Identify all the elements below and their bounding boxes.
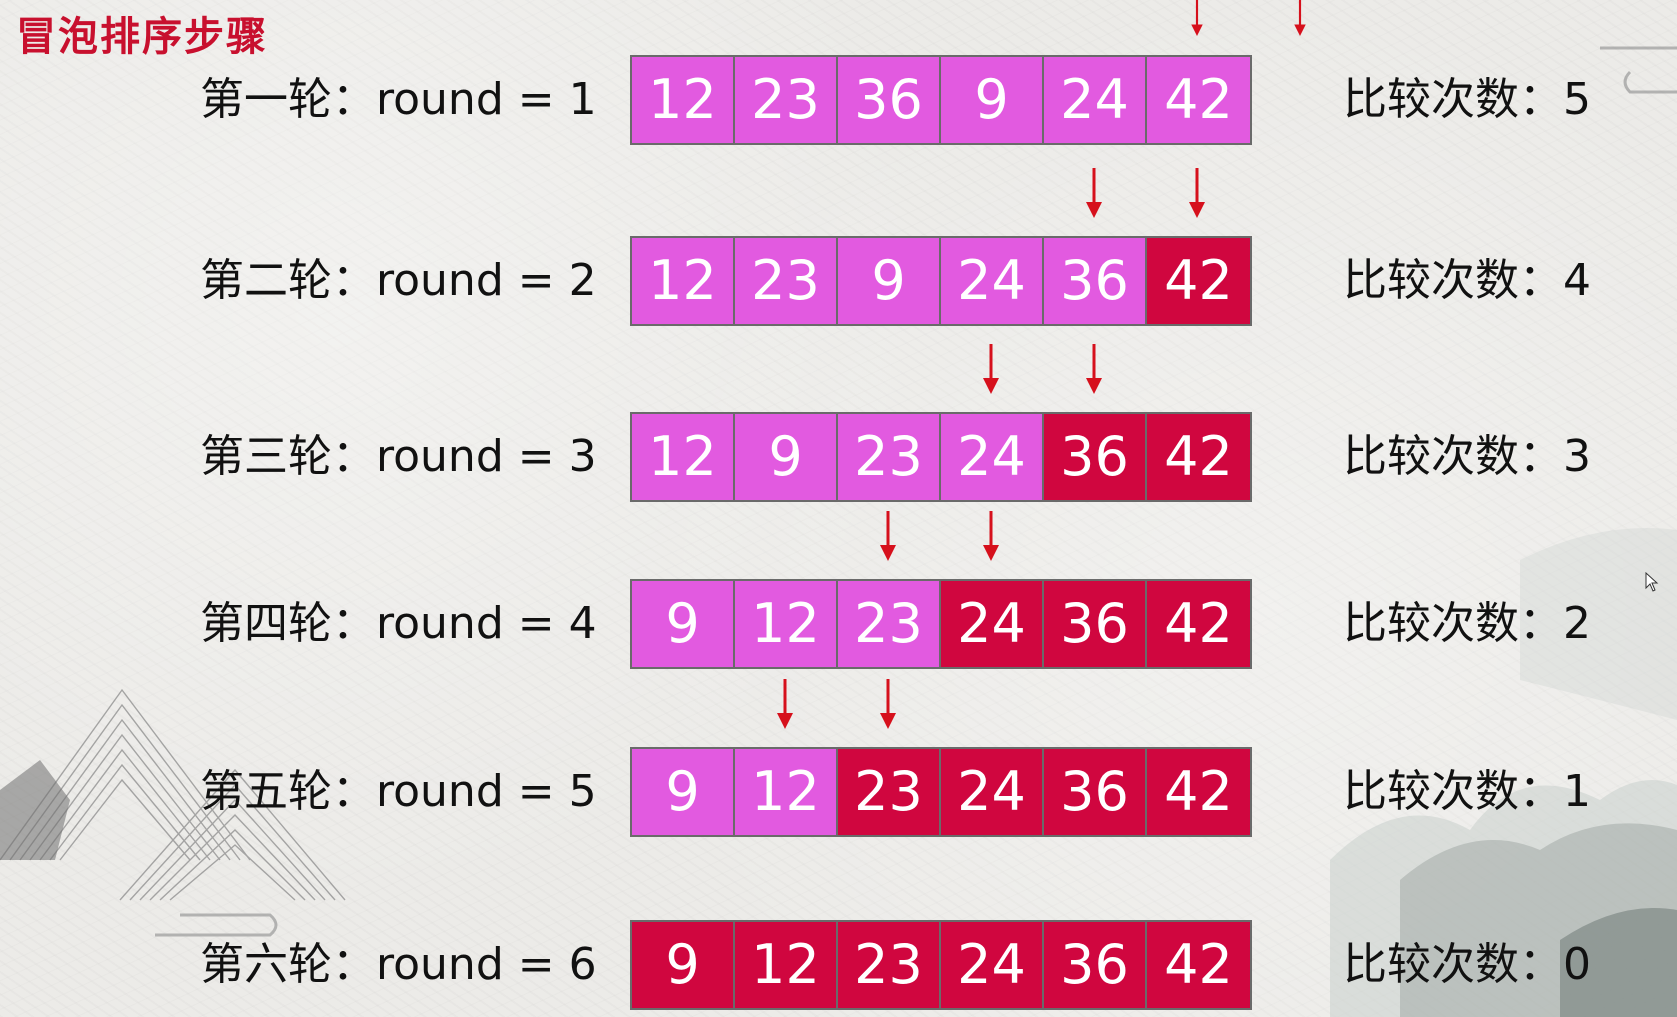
down-arrow-icon [879, 511, 896, 561]
array-cell: 9 [941, 57, 1044, 143]
comparison-count-label: 比较次数：4 [1343, 255, 1591, 306]
array-cell: 9 [632, 581, 735, 667]
array-cell: 9 [735, 414, 838, 500]
round-label: 第三轮：round = 3 [200, 431, 597, 482]
comparison-count-label: 比较次数：5 [1343, 74, 1591, 125]
array-cell-sorted: 36 [1044, 581, 1147, 667]
down-arrow-icon [982, 344, 999, 394]
comparison-count-label: 比较次数：3 [1343, 431, 1591, 482]
array-cell-sorted: 42 [1147, 749, 1250, 835]
round-label: 第五轮：round = 5 [200, 766, 597, 817]
array-cell-sorted: 42 [1147, 922, 1250, 1008]
array-cell-sorted: 23 [838, 922, 941, 1008]
array-cell-sorted: 24 [941, 922, 1044, 1008]
down-arrow-icon [879, 679, 896, 729]
array-cell: 12 [632, 57, 735, 143]
mouse-cursor-icon [1645, 572, 1659, 592]
array-cell: 9 [838, 238, 941, 324]
array-cell-sorted: 36 [1044, 749, 1147, 835]
ink-mountain-right [1330, 528, 1677, 1017]
array-cell: 24 [1044, 57, 1147, 143]
page-title: 冒泡排序步骤 [16, 14, 268, 60]
down-arrow-icon [1085, 344, 1102, 394]
array-cell-sorted: 42 [1147, 581, 1250, 667]
array-cell: 12 [632, 414, 735, 500]
array-cell-sorted: 36 [1044, 922, 1147, 1008]
down-arrow-icon [776, 679, 793, 729]
array-cell: 12 [735, 749, 838, 835]
array-cell: 24 [941, 414, 1044, 500]
array-cell: 24 [941, 238, 1044, 324]
array-cell-sorted: 36 [1044, 414, 1147, 500]
comparison-count-label: 比较次数：1 [1343, 766, 1591, 817]
array-cell-sorted: 9 [632, 922, 735, 1008]
comparison-count-label: 比较次数：0 [1343, 939, 1591, 990]
ink-mountain-left [0, 760, 70, 860]
array-cell-sorted: 24 [941, 749, 1044, 835]
array-cell: 36 [838, 57, 941, 143]
array-cell: 23 [735, 57, 838, 143]
comparison-count-label: 比较次数：2 [1343, 598, 1591, 649]
array-cell: 23 [838, 414, 941, 500]
down-arrow-icon [1085, 168, 1102, 218]
down-arrow-icon [1293, 0, 1306, 36]
round-label: 第六轮：round = 6 [200, 939, 597, 990]
array-cell: 42 [1147, 57, 1250, 143]
array-cell: 9 [632, 749, 735, 835]
round-label: 第一轮：round = 1 [200, 74, 597, 125]
array-cell: 12 [735, 581, 838, 667]
cloud-strokes [155, 46, 1677, 937]
down-arrow-icon [982, 511, 999, 561]
array-cell: 23 [735, 238, 838, 324]
round-label: 第四轮：round = 4 [200, 598, 597, 649]
array-cell: 23 [838, 581, 941, 667]
down-arrow-icon [1190, 0, 1203, 36]
line-mountain-left [0, 688, 346, 901]
array-cell: 12 [632, 238, 735, 324]
array-cell-sorted: 42 [1147, 414, 1250, 500]
array-cell-sorted: 12 [735, 922, 838, 1008]
array-cell: 36 [1044, 238, 1147, 324]
down-arrow-icon [1188, 168, 1205, 218]
array-cell-sorted: 24 [941, 581, 1044, 667]
round-label: 第二轮：round = 2 [200, 255, 597, 306]
array-cell-sorted: 23 [838, 749, 941, 835]
array-cell-sorted: 42 [1147, 238, 1250, 324]
